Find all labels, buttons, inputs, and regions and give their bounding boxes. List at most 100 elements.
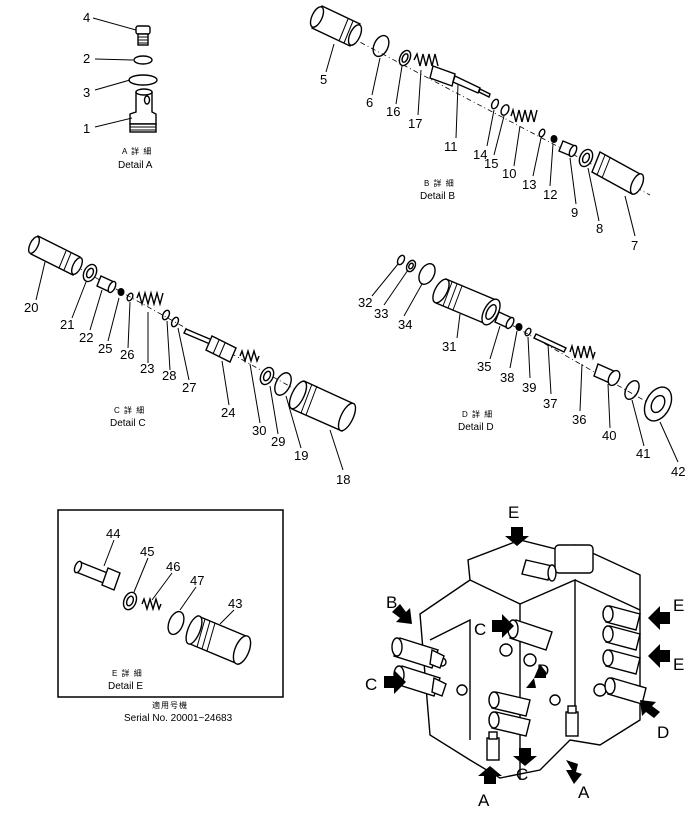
valve-plug-d-mid [488, 691, 531, 737]
part-41-oring [624, 380, 640, 400]
label-part-40: 40 [602, 428, 616, 443]
part-12-ball [550, 135, 558, 143]
label-part-22: 22 [79, 330, 93, 345]
part-4-plug [135, 25, 151, 46]
part-39-ring [524, 327, 532, 337]
label-part-32: 32 [358, 295, 372, 310]
label-part-23: 23 [140, 361, 154, 376]
detail-b-caption-jp: B 詳 細 [424, 178, 455, 188]
detail-c-caption-jp: C 詳 細 [114, 405, 145, 415]
label-part-5: 5 [320, 72, 327, 87]
label-part-1: 1 [83, 121, 90, 136]
part-34-oring [418, 263, 436, 285]
part-29-ring [259, 366, 275, 386]
detail-e-caption-jp: E 詳 細 [112, 668, 143, 678]
label-part-2: 2 [83, 51, 90, 66]
label-part-7: 7 [631, 238, 638, 253]
part-33-ring [405, 259, 417, 273]
arrow-d-mid [526, 664, 546, 688]
part-36-spring [569, 343, 596, 361]
part-31-case [432, 278, 501, 326]
part-20-plug [27, 235, 84, 276]
label-part-38: 38 [500, 370, 514, 385]
label-part-29: 29 [271, 434, 285, 449]
arrow-a-left [478, 766, 502, 784]
arrow-c-mid [492, 614, 514, 638]
label-part-37: 37 [543, 396, 557, 411]
arrow-e-r1 [648, 606, 670, 630]
label-part-6: 6 [366, 95, 373, 110]
callout-e-r2: E [673, 655, 684, 674]
part-44-spool [73, 560, 121, 591]
valve-body [419, 539, 641, 779]
part-2-oring [133, 55, 153, 65]
label-part-43: 43 [228, 596, 242, 611]
part-6-oring [372, 34, 390, 58]
label-part-46: 46 [166, 559, 180, 574]
arrow-c-bottom [513, 748, 537, 766]
valve-plug-b [391, 637, 445, 669]
part-37-spool [533, 333, 567, 353]
arrow-e-r2 [648, 644, 670, 668]
label-part-13: 13 [522, 177, 536, 192]
detail-a-caption: Detail A [118, 160, 153, 171]
part-47-oring [167, 610, 185, 636]
part-24-spool [183, 328, 237, 363]
part-9-seat [558, 140, 578, 158]
callout-d-mid: D [537, 661, 549, 680]
part-32-ring [396, 254, 406, 266]
label-part-10: 10 [502, 166, 516, 181]
part-45-ring [122, 591, 138, 611]
detail-c-caption: Detail C [110, 418, 146, 429]
label-part-14: 14 [473, 147, 487, 162]
label-part-4: 4 [83, 10, 90, 25]
part-27-ring [170, 316, 180, 328]
part-5-cap [309, 5, 363, 47]
detail-c-group: 20 21 22 25 26 23 28 27 24 30 29 19 18 C… [24, 235, 357, 487]
detail-a-caption-jp: A 詳 細 [122, 146, 152, 156]
arrow-d-right [640, 700, 660, 718]
label-part-39: 39 [522, 380, 536, 395]
part-43-cap [185, 615, 252, 665]
part-18-cap [288, 380, 357, 432]
label-part-15: 15 [484, 156, 498, 171]
callout-c-mid: C [474, 620, 486, 639]
part-3-oring [128, 74, 158, 86]
callout-b: B [386, 593, 397, 612]
detail-d-group: 32 33 34 31 35 38 39 37 36 40 41 42 D 詳 … [358, 254, 685, 479]
part-22-seat [96, 275, 117, 294]
valve-plug-a-left [486, 731, 500, 761]
part-1-valve-body [129, 88, 157, 133]
part-23-spring [136, 290, 164, 307]
label-part-33: 33 [374, 306, 388, 321]
part-42-nut [643, 386, 673, 422]
part-21-ring [82, 263, 98, 283]
valve-plug-e-right [602, 605, 641, 675]
part-35-seat [494, 311, 515, 330]
callout-c-bottom: C [516, 765, 528, 784]
callout-a-right: A [578, 783, 590, 802]
label-part-16: 16 [386, 104, 400, 119]
label-part-19: 19 [294, 448, 308, 463]
label-part-8: 8 [596, 221, 603, 236]
valve-plug-e-top [521, 559, 557, 582]
label-part-27: 27 [182, 380, 196, 395]
part-28-ring [161, 309, 171, 321]
part-16-ring [398, 49, 412, 67]
part-15-ring [500, 104, 510, 116]
label-part-17: 17 [408, 116, 422, 131]
label-part-12: 12 [543, 187, 557, 202]
part-40-ring [593, 363, 621, 387]
arrow-a-right [566, 760, 582, 784]
part-13-ring [538, 128, 546, 138]
label-part-34: 34 [398, 317, 412, 332]
label-part-45: 45 [140, 544, 154, 559]
label-part-31: 31 [442, 339, 456, 354]
callout-c-left: C [365, 675, 377, 694]
part-17-spring [413, 51, 439, 67]
part-19-oring [274, 372, 292, 396]
part-14-ring [490, 98, 500, 110]
valve-plug-a-right [565, 705, 579, 737]
label-part-20: 20 [24, 300, 38, 315]
part-7-plug [591, 151, 645, 195]
